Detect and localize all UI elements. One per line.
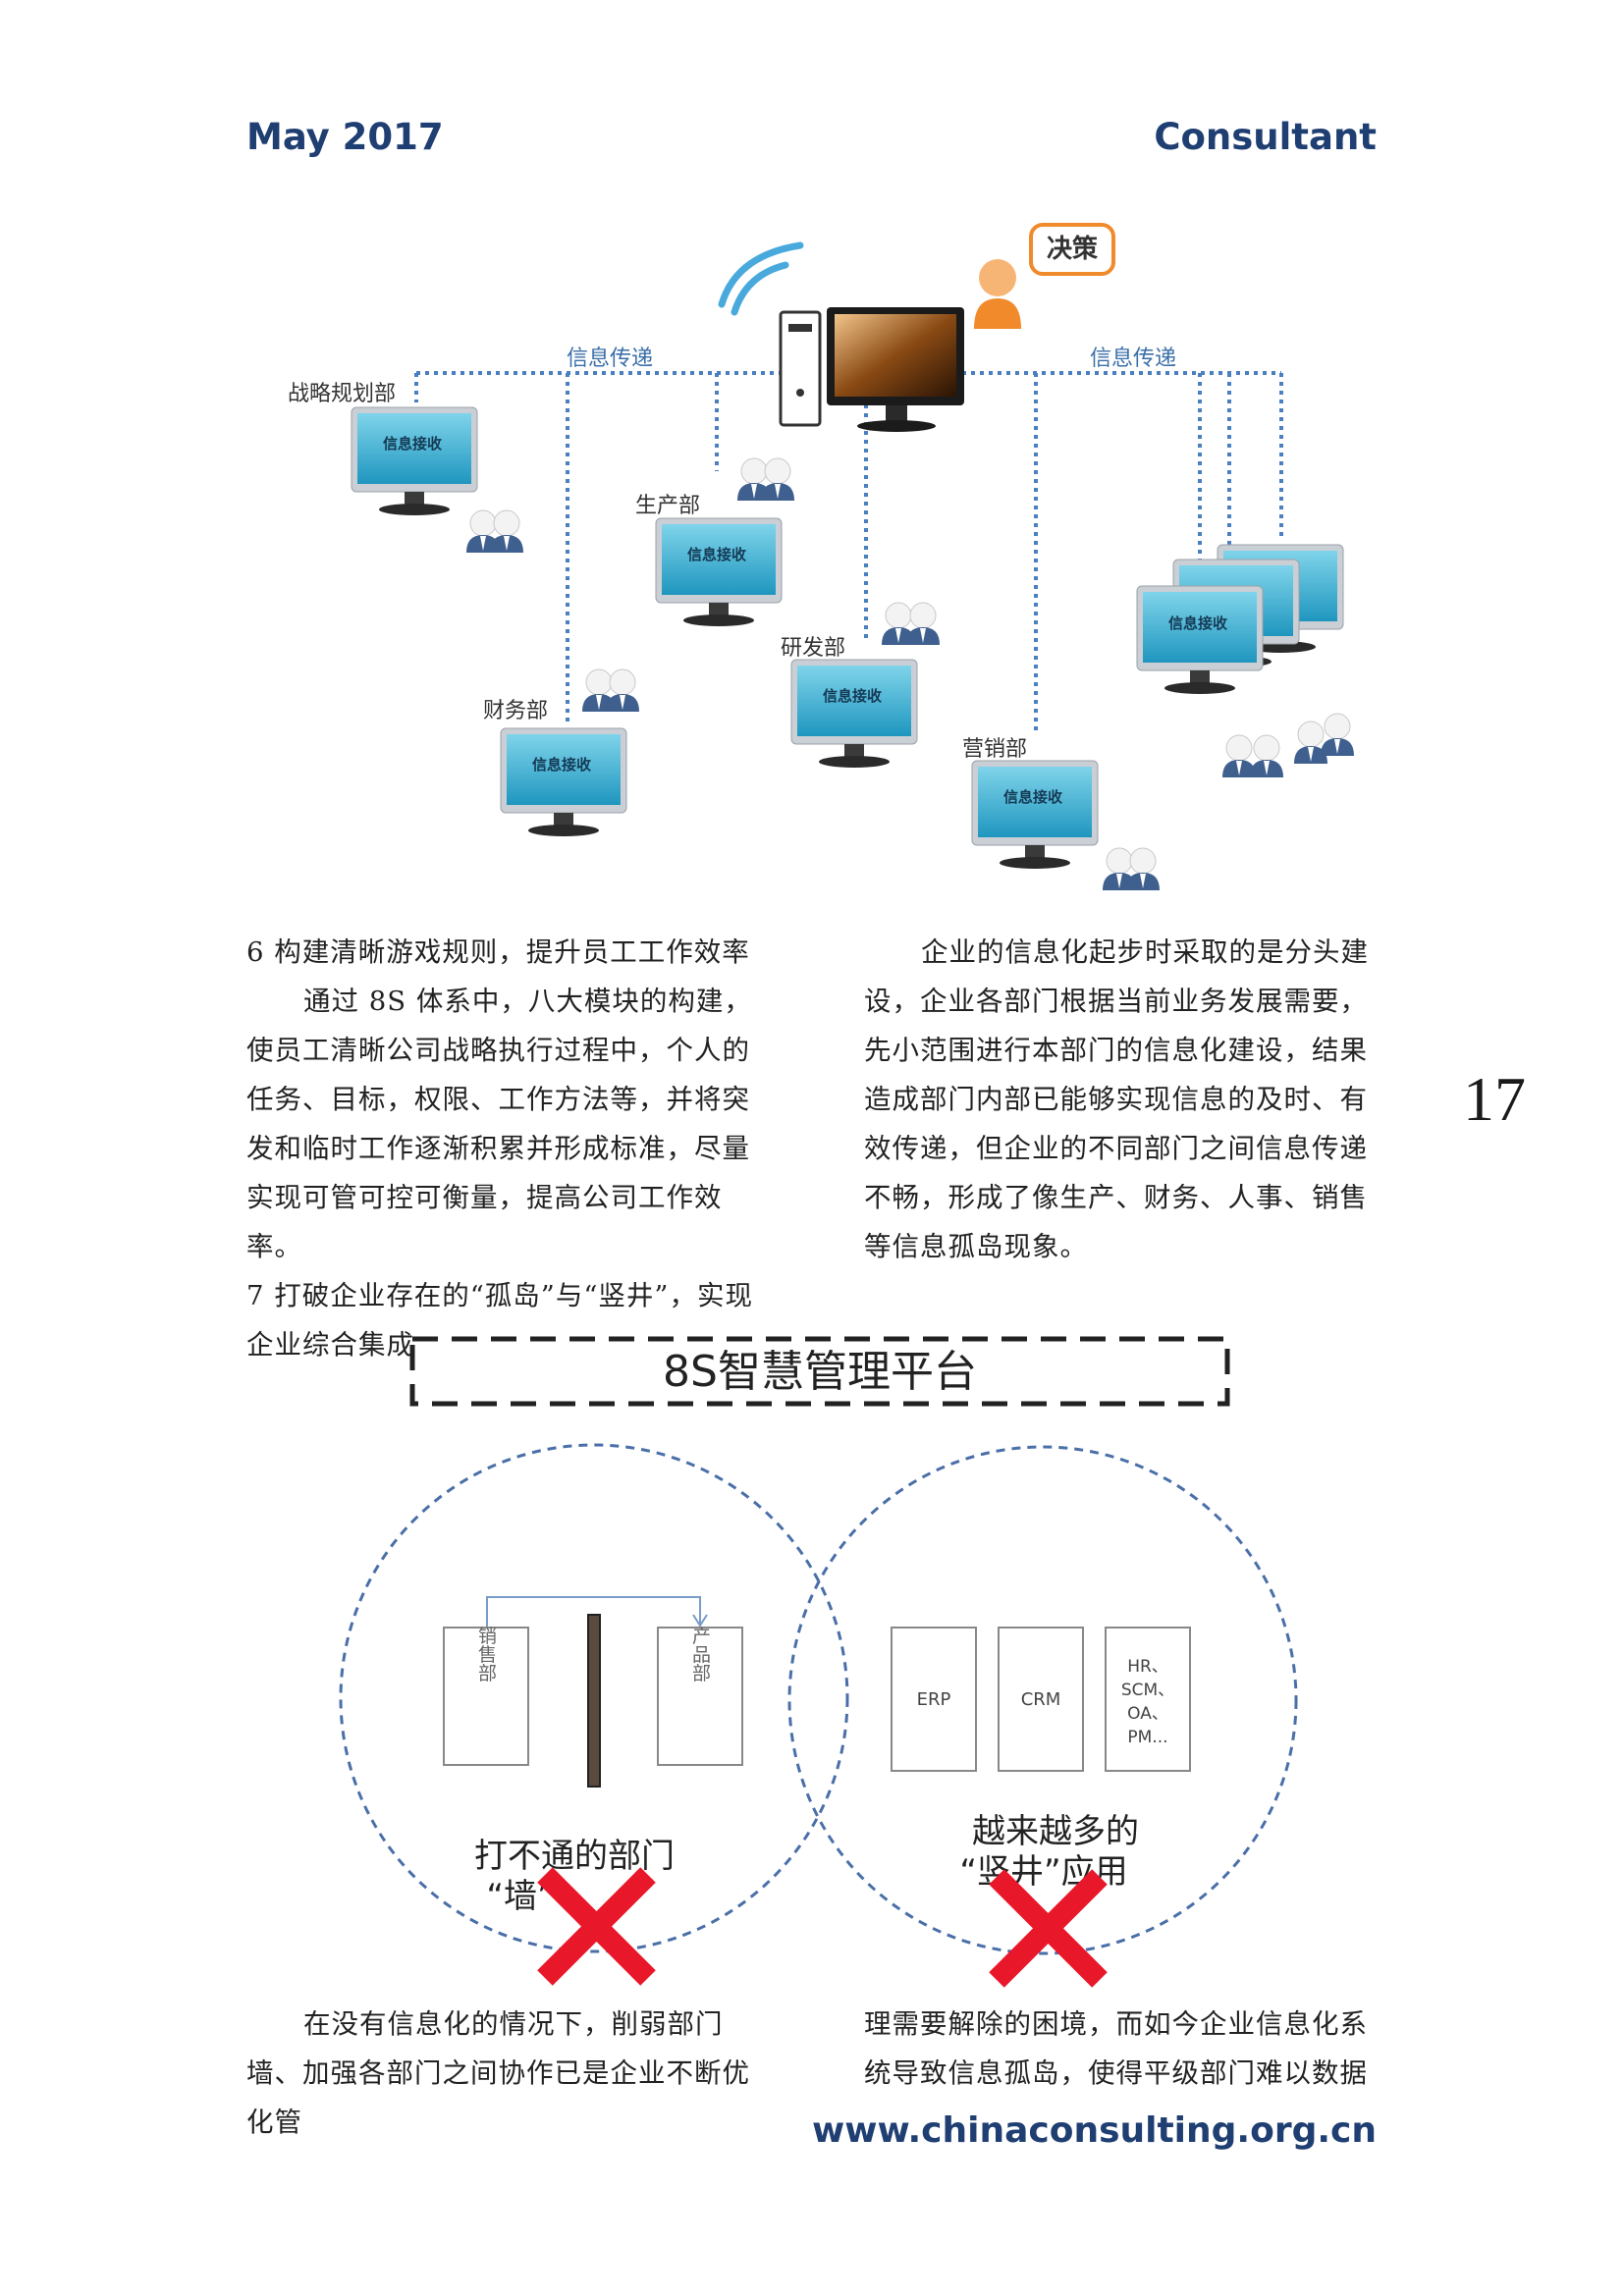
box-scm-line: SCM、 <box>1121 1681 1174 1700</box>
bottom-left-paragraph: 在没有信息化的情况下，削弱部门墙、加强各部门之间协作已是企业不断优化管 <box>246 2008 750 2138</box>
platform-title: 8S智慧管理平台 <box>663 1347 977 1397</box>
receive-label-others: 信息接收 <box>1168 614 1227 632</box>
information-network-diagram: 决策 信息传递 信息传递 战略规划部 生产部 研发部 财务部 营销部 信息接收 … <box>288 223 1355 891</box>
decision-label: 决策 <box>1047 234 1098 264</box>
receive-label-rnd: 信息接收 <box>823 687 882 705</box>
dept-production: 生产部 <box>635 494 700 518</box>
box-oa-line: OA、 <box>1127 1704 1168 1724</box>
receive-label-marketing: 信息接收 <box>1003 788 1062 806</box>
box-sales-dept: 销售部 <box>475 1626 497 1682</box>
receive-label-production: 信息接收 <box>687 546 746 563</box>
cross-icon <box>989 1869 1108 1988</box>
box-product-dept: 产品部 <box>689 1626 711 1682</box>
right-caption-line1: 越来越多的 <box>972 1812 1139 1851</box>
footer-url-link[interactable]: www.chinaconsulting.org.cn <box>812 2110 1377 2151</box>
box-hr-line: HR、 <box>1127 1657 1168 1677</box>
platform-diagram: 8S智慧管理平台 销售部 产品部 打不通的部门 “墙” ERP CRM HR、 … <box>339 1336 1298 1988</box>
bottom-right-text: 理需要解除的困境，而如今企业信息化系统导致信息孤岛，使得平级部门难以数据 <box>864 2000 1380 2098</box>
section-heading-6: 6 构建清晰游戏规则，提升员工工作效率 <box>246 936 750 968</box>
bottom-right-paragraph: 理需要解除的困境，而如今企业信息化系统导致信息孤岛，使得平级部门难以数据 <box>864 2008 1368 2089</box>
dept-rnd: 研发部 <box>781 636 845 661</box>
box-crm: CRM <box>1021 1689 1061 1710</box>
left-text-column: 6 构建清晰游戏规则，提升员工工作效率 通过 8S 体系中，八大模块的构建，使员… <box>246 928 762 1369</box>
right-paragraph: 企业的信息化起步时采取的是分头建设，企业各部门根据当前业务发展需要，先小范围进行… <box>864 936 1369 1262</box>
receive-label-finance: 信息接收 <box>532 756 591 774</box>
box-erp: ERP <box>917 1689 951 1710</box>
right-text-column: 企业的信息化起步时采取的是分头建设，企业各部门根据当前业务发展需要，先小范围进行… <box>864 928 1380 1271</box>
section-paragraph-6: 通过 8S 体系中，八大模块的构建，使员工清晰公司战略执行过程中，个人的任务、目… <box>246 986 752 1262</box>
cross-icon <box>537 1867 656 1986</box>
header-date: May 2017 <box>246 116 444 158</box>
page-number: 17 <box>1463 1064 1526 1134</box>
header-magazine-name: Consultant <box>1154 116 1377 158</box>
transfer-label-right: 信息传递 <box>1090 347 1176 371</box>
dept-strategy: 战略规划部 <box>288 382 396 406</box>
receive-label-strategy: 信息接收 <box>383 435 442 453</box>
dept-finance: 财务部 <box>483 699 548 723</box>
dept-marketing: 营销部 <box>962 737 1027 762</box>
left-caption-line1: 打不通的部门 <box>474 1837 675 1876</box>
box-pm-line: PM... <box>1127 1728 1167 1747</box>
transfer-label-left: 信息传递 <box>567 347 653 371</box>
bottom-left-text: 在没有信息化的情况下，削弱部门墙、加强各部门之间协作已是企业不断优化管 <box>246 2000 762 2147</box>
section-heading-7: 7 打破企业存在的“孤岛”与“竖井”，实现企业综合集成 <box>246 1280 753 1361</box>
